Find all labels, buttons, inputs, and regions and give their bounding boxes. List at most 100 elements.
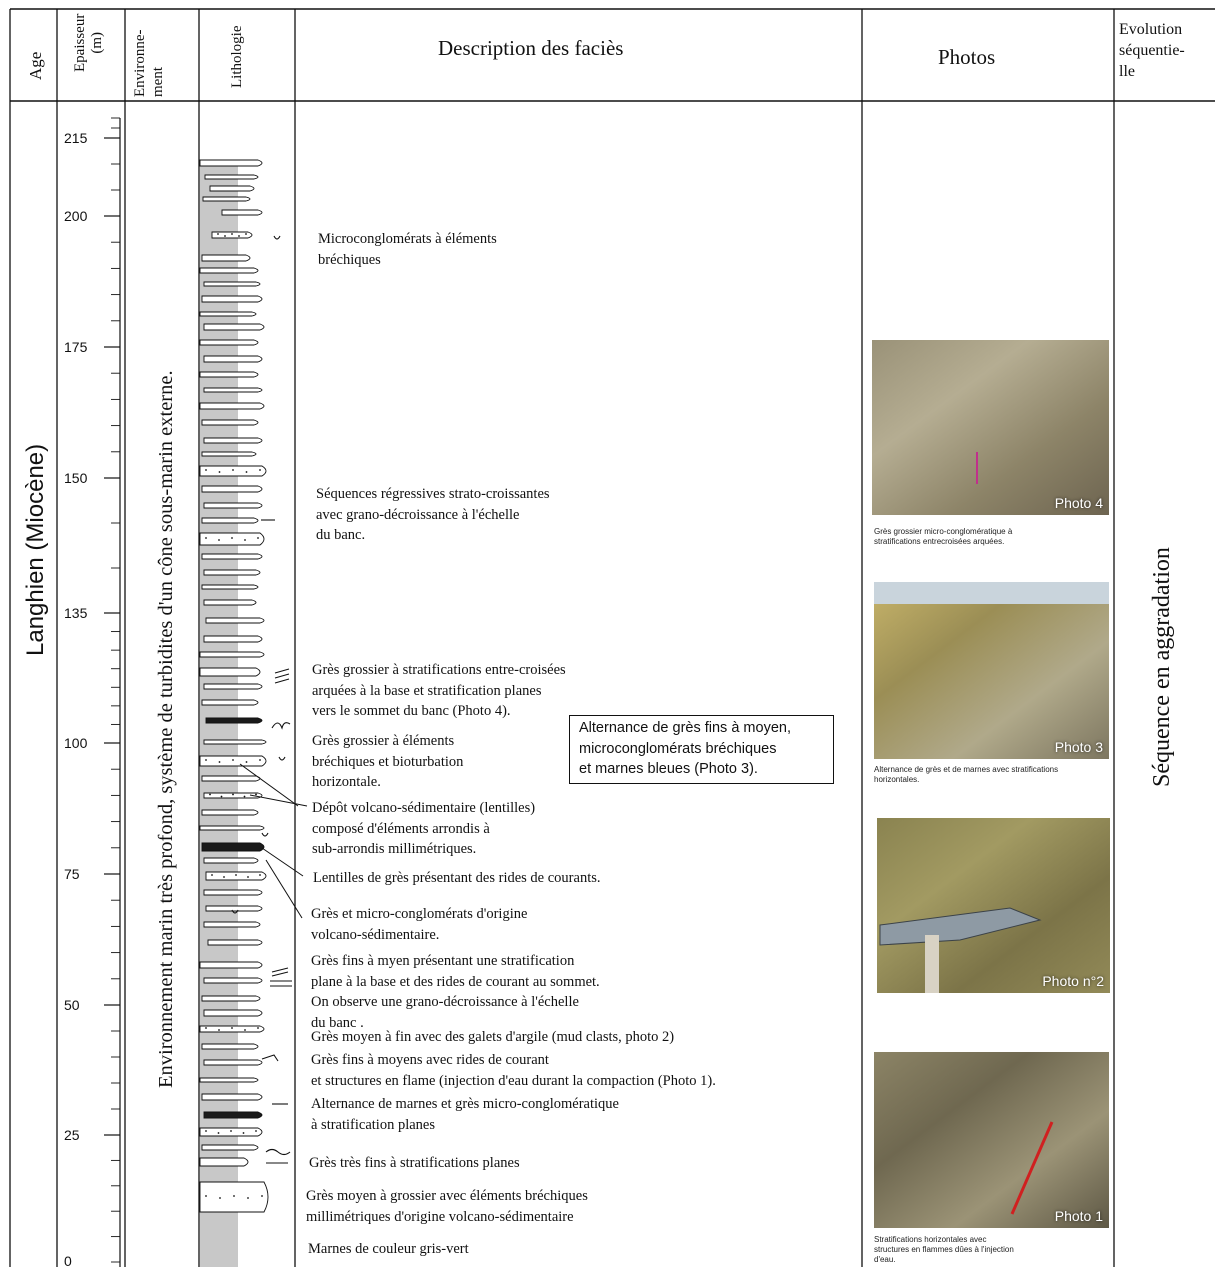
sandstone-bed [205,175,258,179]
grain-dot [255,1130,257,1132]
grain-dot [211,874,213,876]
sandstone-bed [206,618,264,623]
grain-dot [219,761,221,763]
conglomerate-bed [204,1112,262,1118]
grain-dot [205,1130,207,1132]
grain-dot [219,1197,221,1199]
tick-label-200: 200 [64,208,87,224]
sandstone-bed [202,420,258,425]
grain-dot [232,469,234,471]
tick-label-175: 175 [64,339,87,355]
facies-description: Marnes de couleur gris-vert [308,1239,469,1260]
facies-description: Grès et micro-conglomérats d'origine vol… [311,904,527,945]
grain-dot [259,469,261,471]
facies-description: Microconglomérats à éléments bréchiques [318,229,497,270]
flame-structure-symbol [262,1055,278,1061]
environment-label: Environnement marin très profond, systèm… [155,370,178,1088]
sandstone-bed [202,810,258,815]
ripple-symbol [266,1150,290,1164]
sandstone-bed [200,340,258,345]
grain-dot [218,539,220,541]
tick-label-75: 75 [64,866,80,882]
sandstone-bed [206,872,266,880]
cross-bedding-symbol [275,669,289,683]
sandstone-bed [212,232,252,238]
tick-label-135: 135 [64,605,87,621]
sandstone-bed [200,1078,258,1082]
grain-dot [231,233,233,235]
photo-label: Photo 3 [1055,739,1103,755]
grain-dot [259,874,261,876]
sandstone-bed [200,652,264,657]
grain-dot [209,794,211,796]
sandstone-bed [202,700,258,705]
photo-label: Photo 1 [1055,1208,1103,1224]
bioturbation-symbol [262,833,268,836]
photo-label: Photo 4 [1055,495,1103,511]
sandstone-bed [222,210,262,215]
photo-caption: Stratifications horizontales avec struct… [874,1235,1014,1265]
facies-description: Grès moyen à fin avec des galets d'argil… [311,1027,674,1048]
grain-dot [230,1130,232,1132]
sandstone-bed [204,684,262,689]
header-evolution: Evolution séquentie- lle [1119,20,1185,82]
facies-description: Dépôt volcano-sédimentaire (lentilles) c… [312,798,535,860]
grain-dot [238,235,240,237]
photo-3-image: Photo 3 [874,582,1109,759]
header-photos: Photos [938,45,995,70]
grain-dot [244,1029,246,1031]
photo-2-image: Photo n°2 [877,818,1110,993]
sandstone-bed [204,388,262,392]
sandstone-bed [200,826,264,830]
header-epaisseur: Epaisseur (m) [72,14,107,72]
sandstone-bed [202,518,258,523]
sandstone-bed [200,962,262,968]
grain-dot [261,1195,263,1197]
sandstone-bed [202,554,262,559]
photo-4-image: Photo 4 [872,340,1109,515]
tick-label-50: 50 [64,997,80,1013]
facies-description: Grès moyen à grossier avec éléments bréc… [306,1186,588,1227]
sandstone-bed [202,996,260,1001]
photo-label: Photo n°2 [1042,973,1104,989]
tick-label-100: 100 [64,735,87,751]
sandstone-bed [203,197,250,201]
sandstone-bed [200,1128,262,1136]
grain-dot [205,759,207,761]
sandstone-bed [200,403,264,409]
facies-description: Grès fins à moyens avec rides de courant… [311,1050,716,1091]
sandstone-bed [204,858,258,863]
sandstone-bed [204,890,262,895]
sandstone-bed [204,600,256,605]
tick-label-215: 215 [64,130,87,146]
grain-dot [205,537,207,539]
grain-dot [247,876,249,878]
facies-description: Alternance de marnes et grès micro-congl… [311,1094,619,1135]
grain-dot [218,1132,220,1134]
grain-dot [233,1195,235,1197]
tick-label-150: 150 [64,470,87,486]
conglomerate-bed [206,718,262,723]
leader-line [250,795,307,806]
sandstone-bed [202,776,260,781]
sandstone-bed [200,668,260,676]
grain-dot [231,537,233,539]
sandstone-bed [200,466,266,476]
sandstone-bed [200,268,258,273]
sandstone-bed [204,438,262,443]
header-description: Description des faciès [438,36,623,61]
header-lithologie: Lithologie [229,26,246,89]
sandstone-bed [200,1026,264,1032]
sandstone-bed [202,296,262,302]
sandstone-bed [204,324,264,330]
grain-dot [221,796,223,798]
grain-dot [244,539,246,541]
grain-dot [205,1027,207,1029]
sandstone-bed [200,312,256,316]
sandstone-bed [200,533,264,545]
facies-description: Lentilles de grès présentant des rides d… [313,868,601,889]
grain-dot [232,794,234,796]
grain-dot [232,759,234,761]
sandstone-bed [200,1158,248,1166]
grain-dot [235,874,237,876]
